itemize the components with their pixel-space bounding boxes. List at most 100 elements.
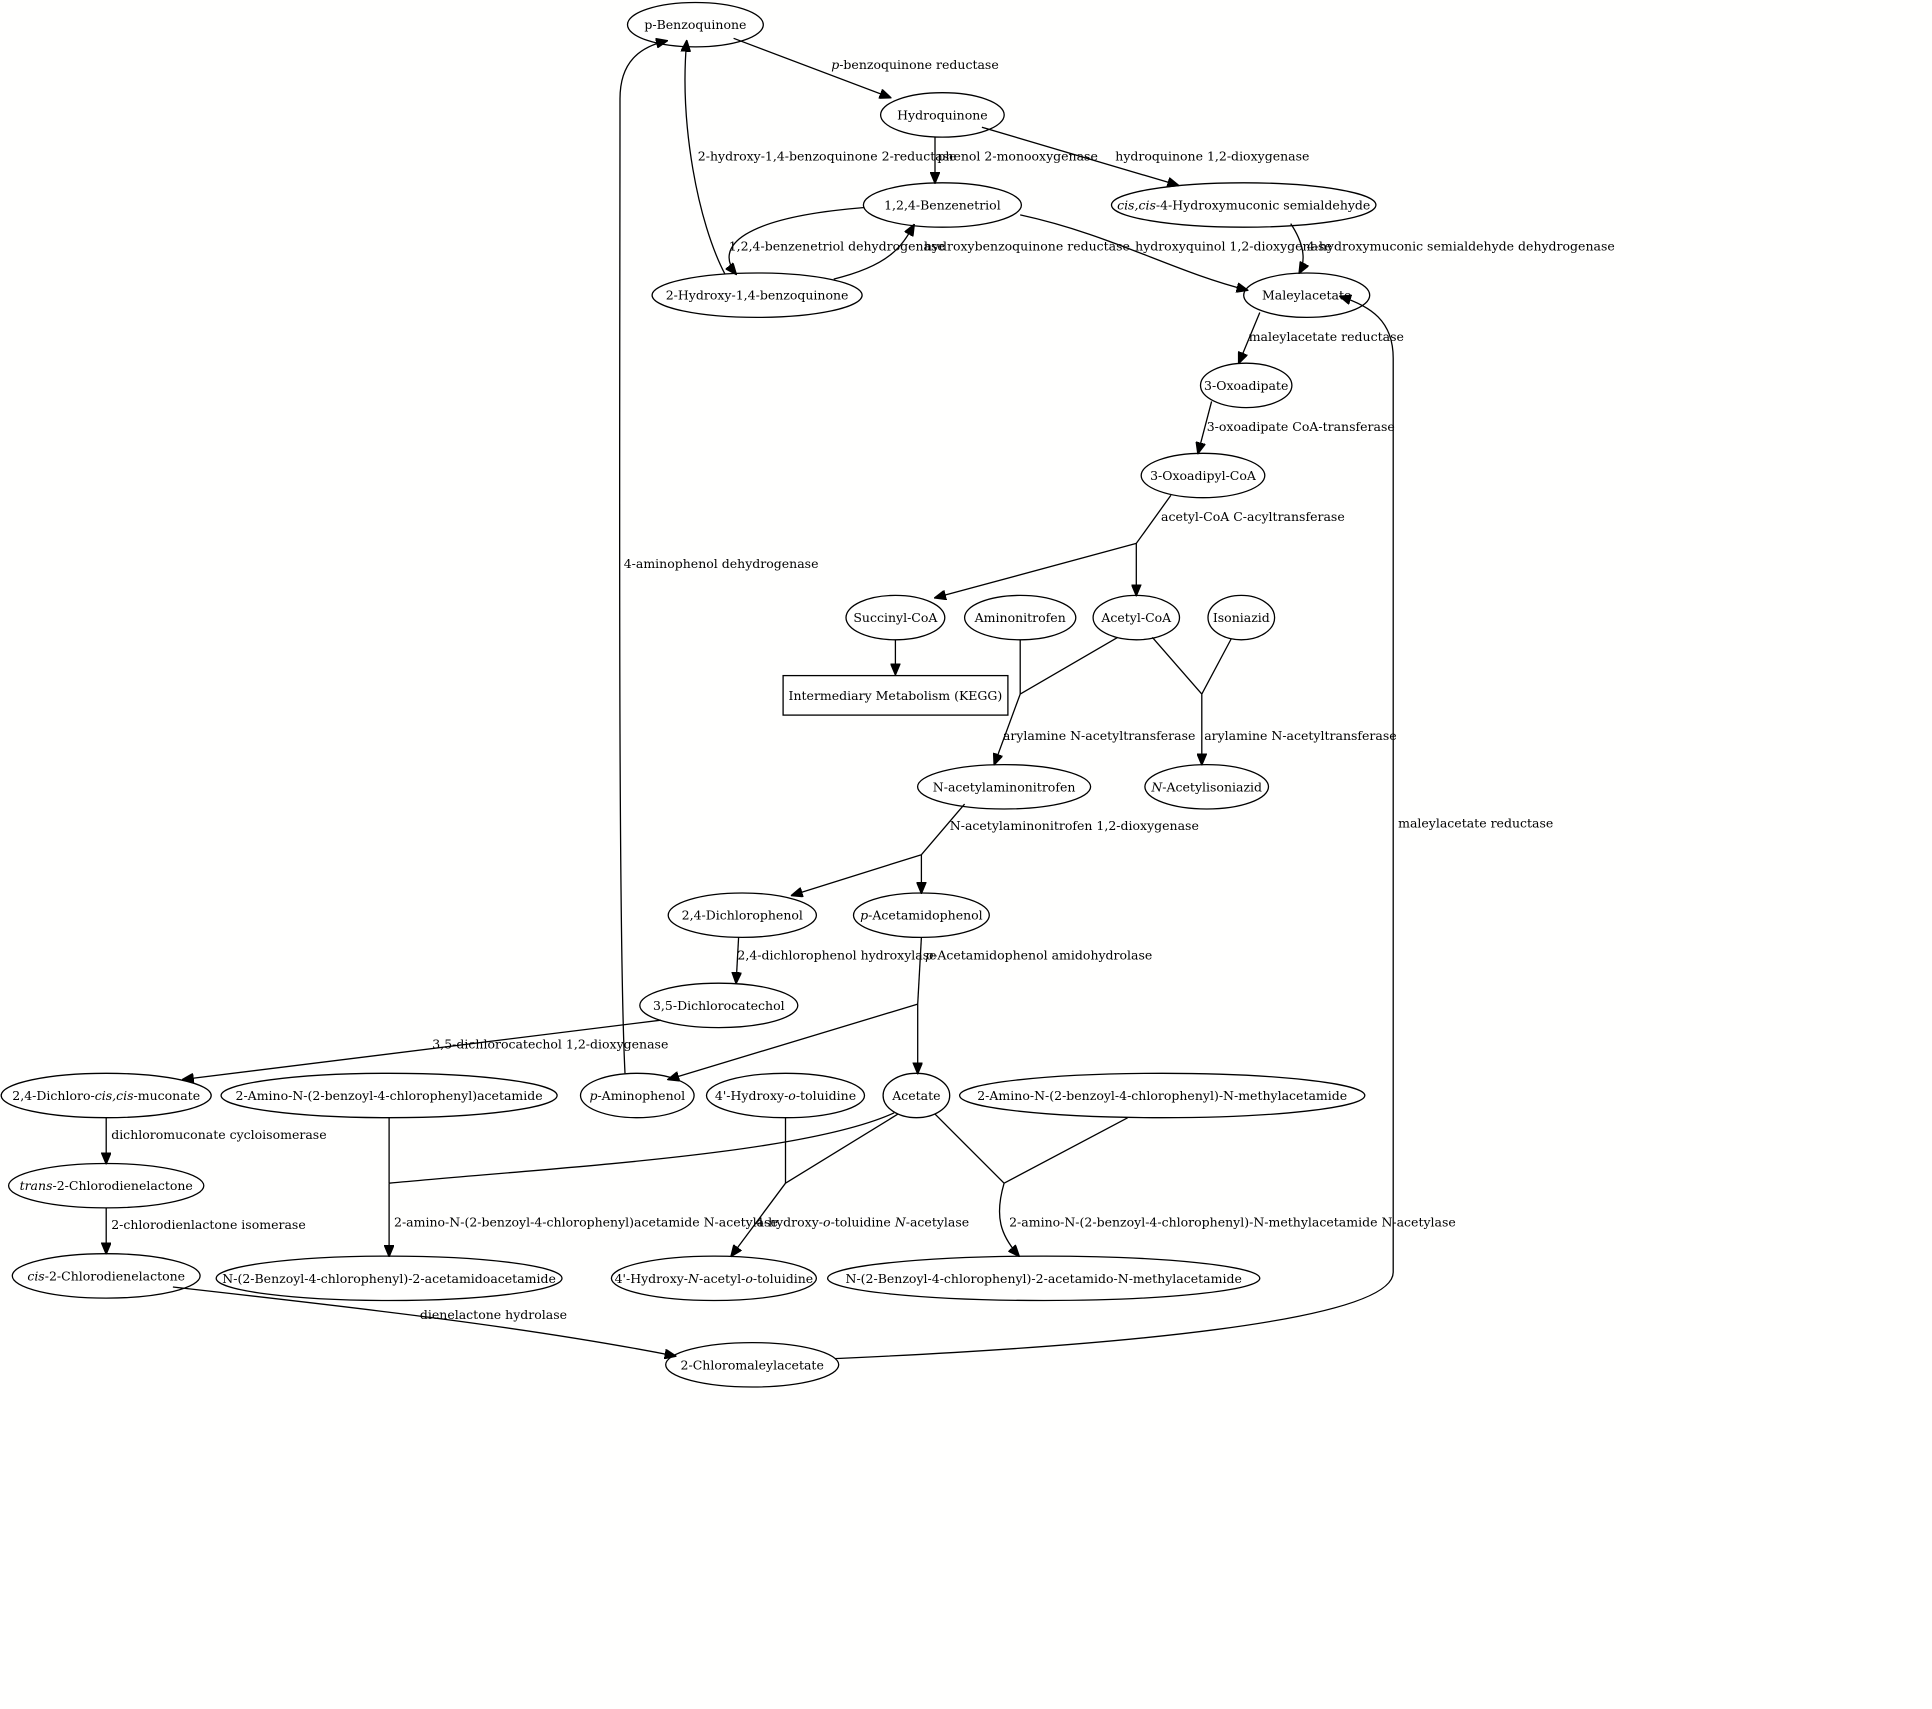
node-label: Aminonitrofen bbox=[974, 610, 1066, 625]
edge-acet-join1 bbox=[389, 1112, 895, 1184]
edge-bt-hbq bbox=[729, 206, 865, 275]
node-label: cis,cis-4-Hydroxymuconic semialdehyde bbox=[1117, 198, 1370, 213]
edge-label: 1,2,4-benzenetriol dehydrogenase bbox=[729, 239, 945, 254]
edge-label: arylamine N-acetyltransferase bbox=[1003, 728, 1196, 743]
node-shape bbox=[667, 892, 818, 939]
node-label: trans-2-Chlorodienelactone bbox=[20, 1178, 193, 1193]
edge-abcm-nbcm bbox=[998, 1183, 1019, 1256]
node-hq: Hydroquinone bbox=[879, 92, 1005, 138]
edge-label: dienelactone hydrolase bbox=[420, 1307, 567, 1322]
edge-cma-ma bbox=[834, 296, 1394, 1360]
edge-label: p-benzoquinone reductase bbox=[831, 57, 999, 72]
node-shape bbox=[1207, 594, 1276, 641]
node-shape bbox=[610, 1255, 818, 1302]
node-iso: Isoniazid bbox=[1207, 594, 1276, 641]
node-label: Isoniazid bbox=[1213, 610, 1270, 625]
edge-bt-ma bbox=[1020, 214, 1247, 290]
node-label: 1,2,4-Benzenetriol bbox=[884, 198, 1001, 213]
node-label: N-acetylaminonitrofen bbox=[933, 779, 1076, 794]
edge-split1-succ bbox=[935, 542, 1137, 597]
node-label: 2-Chloromaleylacetate bbox=[681, 1357, 824, 1372]
node-label: N-(2-Benzoyl-4-chlorophenyl)-2-acetamido… bbox=[222, 1271, 556, 1286]
edge-hq-ccsem bbox=[981, 126, 1178, 185]
edge-split3-pamp bbox=[668, 1003, 918, 1079]
edge-label: 3-oxoadipate CoA-transferase bbox=[1207, 419, 1395, 434]
node-shape bbox=[1144, 763, 1270, 810]
node-label: N-Acetylisoniazid bbox=[1150, 779, 1262, 794]
node-label: p-Acetamidophenol bbox=[860, 908, 983, 923]
edge-hbq-pbq bbox=[685, 41, 726, 275]
node-acet: Acetate bbox=[882, 1072, 951, 1119]
node-amn: Aminonitrofen bbox=[963, 594, 1077, 641]
node-shape bbox=[626, 1, 764, 48]
edge-label: hydroquinone 1,2-dioxygenase bbox=[1115, 149, 1309, 164]
edge-label: arylamine N-acetyltransferase bbox=[1204, 728, 1397, 743]
node-label: Acetyl-CoA bbox=[1100, 610, 1172, 625]
edge-label: 4-hydroxy-o-toluidine N-acetylase bbox=[756, 1215, 969, 1230]
edge-naan-split bbox=[920, 803, 966, 856]
node-abca: 2-Amino-N-(2-benzoyl-4-chlorophenyl)acet… bbox=[220, 1072, 558, 1119]
node-shape bbox=[639, 982, 799, 1029]
node-shape bbox=[882, 1072, 951, 1119]
node-kegg: Intermediary Metabolism (KEGG) bbox=[782, 674, 1009, 716]
edge-dcp-dcc bbox=[736, 937, 739, 983]
node-label: p-Aminophenol bbox=[589, 1088, 685, 1103]
edge-label: 4-aminophenol dehydrogenase bbox=[624, 556, 819, 571]
edge-ccd-cma bbox=[172, 1286, 676, 1356]
node-shape bbox=[579, 1072, 695, 1119]
node-shape bbox=[845, 594, 946, 641]
node-shape bbox=[916, 763, 1092, 810]
node-label: 4'-Hydroxy-o-toluidine bbox=[715, 1088, 856, 1103]
node-label: Hydroquinone bbox=[897, 107, 988, 122]
node-cma: 2-Chloromaleylacetate bbox=[665, 1341, 840, 1388]
node-shape bbox=[0, 1072, 212, 1119]
node-shape bbox=[782, 674, 1009, 716]
edge-acet-join3 bbox=[934, 1113, 1005, 1184]
edge-label: 2,4-dichlorophenol hydroxylase bbox=[737, 948, 936, 963]
node-oxocoa: 3-Oxoadipyl-CoA bbox=[1140, 452, 1266, 499]
node-ccsem: cis,cis-4-Hydroxymuconic semialdehyde bbox=[1110, 182, 1377, 228]
node-shape bbox=[651, 272, 863, 319]
node-shape bbox=[1140, 452, 1266, 499]
node-hbq: 2-Hydroxy-1,4-benzoquinone bbox=[651, 272, 863, 319]
edge-label: 3,5-dichlorocatechol 1,2-dioxygenase bbox=[432, 1037, 668, 1052]
node-nai: N-Acetylisoniazid bbox=[1144, 763, 1270, 810]
node-shape bbox=[11, 1253, 201, 1299]
node-tcd: trans-2-Chlorodienelactone bbox=[7, 1162, 205, 1209]
node-label: 2-Amino-N-(2-benzoyl-4-chlorophenyl)-N-m… bbox=[977, 1088, 1347, 1103]
edge-split2-dcp bbox=[792, 854, 922, 896]
edge-label: 2-amino-N-(2-benzoyl-4-chlorophenyl)-N-m… bbox=[1009, 1215, 1456, 1230]
node-label: 4'-Hydroxy-N-acetyl-o-toluidine bbox=[615, 1271, 814, 1286]
node-naan: N-acetylaminonitrofen bbox=[916, 763, 1092, 810]
node-pap: p-Acetamidophenol bbox=[852, 892, 990, 939]
node-label: 3-Oxoadipyl-CoA bbox=[1150, 468, 1257, 483]
edge-label: N-acetylaminonitrofen 1,2-dioxygenase bbox=[950, 818, 1199, 833]
edge-label: 2-chlorodienlactone isomerase bbox=[111, 1217, 306, 1232]
edge-label: phenol 2-monooxygenase bbox=[937, 149, 1097, 164]
node-label: p-Benzoquinone bbox=[644, 17, 746, 32]
edge-label: p-Acetamidophenol amidohydrolase bbox=[925, 948, 1152, 963]
node-shape bbox=[958, 1072, 1366, 1119]
node-ccd: cis-2-Chlorodienelactone bbox=[11, 1253, 201, 1299]
node-shape bbox=[879, 92, 1005, 138]
node-label: Acetate bbox=[891, 1088, 940, 1103]
node-shape bbox=[1243, 272, 1371, 319]
node-dcc: 3,5-Dichlorocatechol bbox=[639, 982, 799, 1029]
edge-ccsem-ma bbox=[1290, 223, 1303, 273]
edge-oxo-oxocoa bbox=[1198, 401, 1213, 453]
edge-label: 4-hydroxymuconic semialdehyde dehydrogen… bbox=[1307, 239, 1615, 254]
node-shape bbox=[7, 1162, 205, 1209]
node-label: 2-Hydroxy-1,4-benzoquinone bbox=[666, 288, 849, 303]
edge-label: acetyl-CoA C-acyltransferase bbox=[1161, 509, 1345, 524]
edge-iso-join bbox=[1201, 638, 1232, 695]
node-shape bbox=[215, 1255, 563, 1302]
node-label: cis-2-Chlorodienelactone bbox=[27, 1268, 185, 1283]
node-shape bbox=[852, 892, 990, 939]
edge-abcm-join bbox=[1003, 1117, 1128, 1184]
edge-label: 2-amino-N-(2-benzoyl-4-chlorophenyl)acet… bbox=[394, 1215, 778, 1230]
edge-acoa-join1 bbox=[1019, 636, 1119, 695]
node-shape bbox=[1110, 182, 1377, 228]
edge-hbq-bt bbox=[833, 225, 914, 280]
node-acoa: Acetyl-CoA bbox=[1092, 594, 1181, 641]
node-shape bbox=[220, 1072, 558, 1119]
